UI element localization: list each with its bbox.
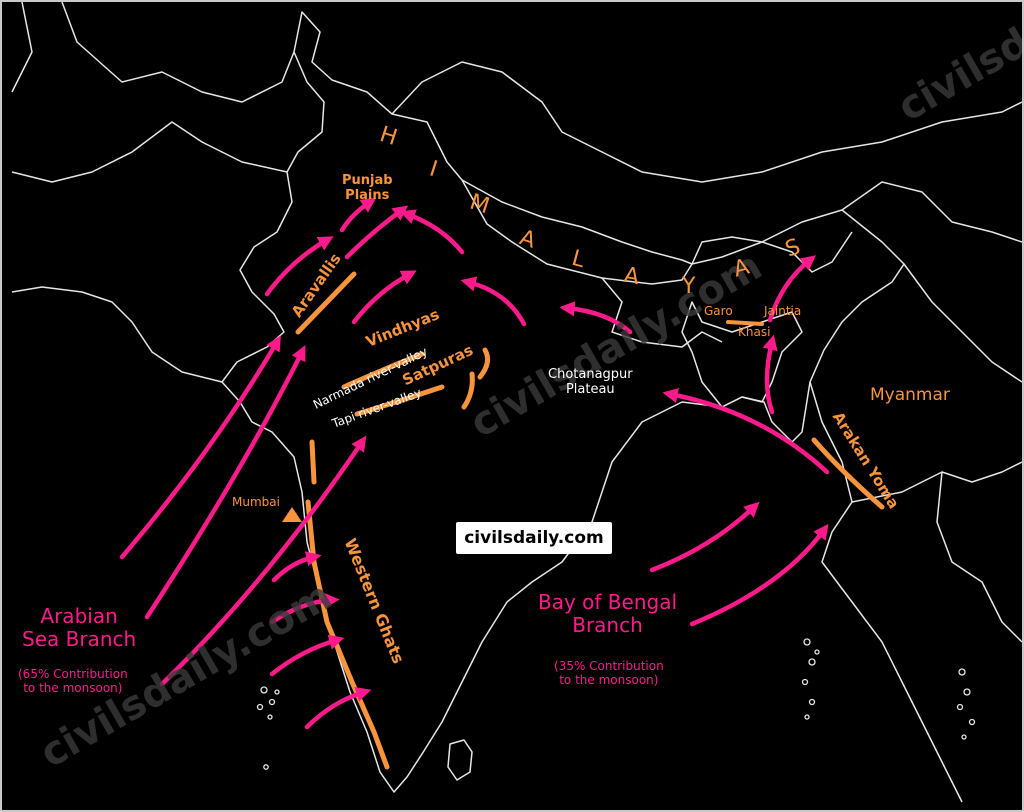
arrow-north-3: [344, 205, 409, 260]
himalayas-letter-7: Y: [682, 274, 696, 299]
arrow-bengal-1: [649, 501, 760, 573]
label-punjab-plains: Punjab Plains: [342, 173, 393, 203]
satpura-line: [354, 384, 445, 417]
country-borders: [11, 2, 1022, 803]
arrow-north-4: [351, 270, 417, 325]
mumbai-marker: [282, 507, 302, 522]
label-khasi: Khasi: [738, 325, 771, 339]
satpura-line-2: [461, 371, 475, 410]
arrow-north-1: [264, 236, 334, 297]
label-arabian-branch: Arabian Sea Branch: [22, 604, 137, 651]
arrow-north-2: [339, 197, 377, 233]
arrow-arabian-2: [144, 345, 306, 620]
arrow-wg-1: [271, 551, 322, 583]
arrow-bengal-west: [662, 387, 830, 475]
western-ghats-line-upper: [309, 439, 317, 485]
monsoon-arrows: [119, 197, 830, 730]
arrow-wg-3: [269, 634, 345, 677]
label-bengal-contribution: (35% Contribution to the monsoon): [554, 659, 664, 687]
arrow-north-6: [460, 276, 527, 327]
arrow-north-5: [399, 209, 465, 255]
label-mumbai: Mumbai: [232, 495, 280, 509]
garo-khasi-line: [726, 320, 764, 326]
arrow-wg-4: [304, 686, 372, 730]
label-myanmar: Myanmar: [870, 385, 950, 405]
arrow-arabian-1: [119, 335, 281, 560]
vindhya-line: [341, 351, 425, 390]
arrow-arabian-3: [159, 435, 367, 687]
arakan-line: [811, 437, 885, 510]
label-arabian-contribution: (65% Contribution to the monsoon): [18, 667, 128, 695]
sri-lanka-outline: [447, 739, 473, 781]
label-jaintia: Jaintia: [764, 304, 802, 318]
islands: [256, 638, 976, 770]
label-chotanagpur: Chotanagpur Plateau: [548, 367, 633, 397]
brand-label-box: civilsdaily.com: [456, 522, 612, 554]
arrow-wg-2: [269, 592, 340, 625]
aravalli-line: [295, 271, 357, 335]
arrow-north-7: [559, 301, 633, 335]
label-bengal-branch: Bay of Bengal Branch: [538, 590, 678, 637]
label-garo: Garo: [704, 304, 733, 318]
arrow-bengal-2: [689, 523, 829, 627]
satpura-line-3: [477, 347, 491, 380]
arrow-bengal-north: [762, 334, 778, 415]
arrow-bengal-ne: [767, 255, 817, 323]
